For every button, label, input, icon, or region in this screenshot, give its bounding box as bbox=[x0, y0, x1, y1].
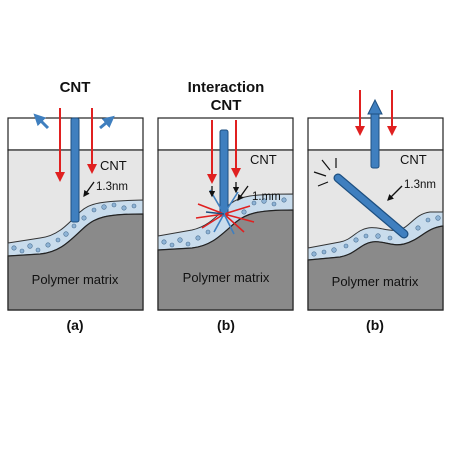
panel-c-tilted-cnt-fill bbox=[334, 174, 408, 238]
panel-a-matrix-label: Polymer matrix bbox=[32, 272, 119, 287]
panel-a-right-escape-arrow bbox=[99, 115, 115, 130]
panel-b-dimension-label: 1.mm bbox=[252, 191, 281, 203]
panel-a-dimension-label: 1.3nm bbox=[96, 181, 128, 193]
panel-b-cnt-tube bbox=[219, 129, 229, 217]
panel-b-matrix-label: Polymer matrix bbox=[183, 270, 270, 285]
panel-c-polymer-matrix bbox=[307, 225, 444, 311]
panel-c-matrix-label: Polymer matrix bbox=[332, 274, 419, 289]
panel-b-title-line2: CNT bbox=[211, 97, 242, 114]
panel-a-cnt-tube bbox=[70, 117, 80, 223]
panel-b-caption: (b) bbox=[217, 317, 235, 333]
panel-a-polymer-matrix bbox=[7, 213, 144, 311]
panel-c-filler-particles bbox=[311, 215, 441, 257]
panel-a-filler-particles bbox=[11, 202, 137, 254]
panel-c-dimension-pointer bbox=[387, 185, 403, 201]
panel-b-cnt-label: CNT bbox=[250, 152, 277, 167]
panel-c-caption: (b) bbox=[366, 317, 384, 333]
panel-c-dimension-label: 1.3nm bbox=[404, 179, 436, 191]
panel-c-cnt-label: CNT bbox=[400, 152, 427, 167]
panel-b-polymer-matrix bbox=[157, 209, 294, 311]
panel-b-interaction-burst bbox=[195, 189, 255, 235]
panel-b-pullout: CNT 1.3nm Polymer matrix (b) bbox=[307, 90, 444, 333]
panel-a-title: CNT bbox=[60, 79, 91, 96]
panel-b-title-line1: Interaction bbox=[188, 79, 265, 96]
panel-b-dimension-pointer bbox=[237, 185, 249, 202]
panel-c-release-marks bbox=[313, 158, 337, 187]
panel-a-caption: (a) bbox=[66, 317, 83, 333]
panel-a-dimension-pointer bbox=[83, 181, 95, 198]
panel-b-filler-particles bbox=[161, 197, 287, 248]
panel-b-interaction: Interaction CNT CNT bbox=[157, 79, 294, 333]
panel-a: CNT CNT 1.3nm Polymer matrix (a) bbox=[7, 79, 144, 333]
panel-c-pullout-arrowhead bbox=[367, 98, 383, 115]
panel-a-cnt-label: CNT bbox=[100, 158, 127, 173]
panel-a-left-escape-arrow bbox=[33, 113, 50, 130]
panel-c-pulled-cnt bbox=[370, 111, 380, 169]
